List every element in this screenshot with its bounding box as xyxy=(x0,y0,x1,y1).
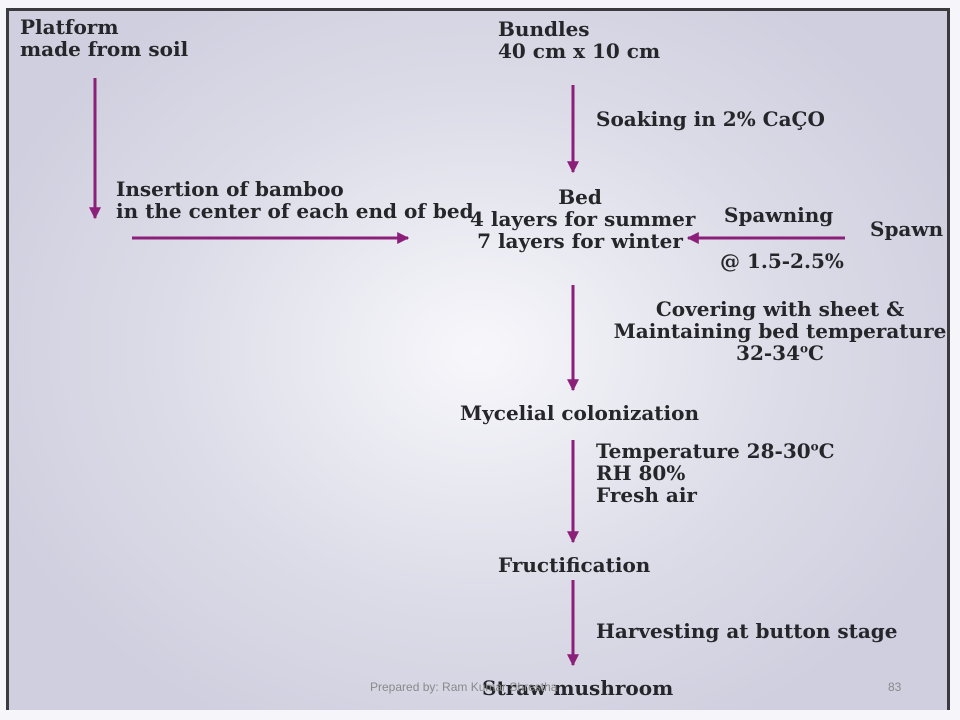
node-platform-line-1: Platform xyxy=(20,15,119,39)
node-bed-line-3: 7 layers for winter xyxy=(477,229,683,253)
edge-label-covering-line-1: Covering with sheet & xyxy=(655,297,905,321)
edge-label-spawning-rate: @ 1.5-2.5% xyxy=(720,249,844,273)
conditions-temp-unit: C xyxy=(818,439,835,463)
node-bundles-line-2: 40 cm x 10 cm xyxy=(498,39,661,63)
edge-label-soaking: Soaking in 2% CaÇO xyxy=(596,107,825,131)
node-bundles-line-1: Bundles xyxy=(498,17,590,41)
edge-label-insertion-line-2: in the center of each end of bed xyxy=(116,199,474,223)
node-platform-line-2: made from soil xyxy=(20,37,189,61)
edge-label-insertion: Insertion of bamboo in the center of eac… xyxy=(116,178,474,222)
node-fructification: Fructification xyxy=(498,553,651,577)
edge-label-covering-line-2: Maintaining bed temperature xyxy=(613,319,947,343)
node-bed: Bed 4 layers for summer 7 layers for win… xyxy=(470,185,696,253)
edge-label-conditions-temp: Temperature 28-30oC xyxy=(596,440,835,462)
conditions-temp-value: Temperature 28-30 xyxy=(596,439,811,463)
edge-label-harvesting: Harvesting at button stage xyxy=(596,619,898,643)
diagram-panel xyxy=(6,8,950,710)
node-bed-line-1: Bed xyxy=(558,185,602,209)
edge-label-covering-temp: 32-34oC xyxy=(600,342,960,364)
covering-temp-value: 32-34 xyxy=(736,341,801,365)
edge-label-conditions-rh: RH 80% xyxy=(596,461,686,485)
edge-label-conditions: Temperature 28-30oC RH 80% Fresh air xyxy=(596,440,835,506)
conditions-temp-degree: o xyxy=(810,439,819,454)
node-mycelial-colonization: Mycelial colonization xyxy=(460,401,700,425)
covering-temp-degree: o xyxy=(800,341,809,356)
node-bundles: Bundles 40 cm x 10 cm xyxy=(498,18,660,62)
node-straw-mushroom: Straw mushroom xyxy=(482,676,674,700)
edge-label-insertion-line-1: Insertion of bamboo xyxy=(116,177,344,201)
node-platform: Platform made from soil xyxy=(20,16,188,60)
node-spawn: Spawn xyxy=(870,217,944,241)
footer-page-number: 83 xyxy=(888,680,902,694)
covering-temp-unit: C xyxy=(808,341,824,365)
edge-label-conditions-air: Fresh air xyxy=(596,483,697,507)
edge-label-spawning: Spawning xyxy=(724,203,834,227)
node-bed-line-2: 4 layers for summer xyxy=(470,207,696,231)
edge-label-covering: Covering with sheet & Maintaining bed te… xyxy=(600,298,960,364)
footer-credit: Prepared by: Ram Kumar Shrestha xyxy=(370,680,558,694)
